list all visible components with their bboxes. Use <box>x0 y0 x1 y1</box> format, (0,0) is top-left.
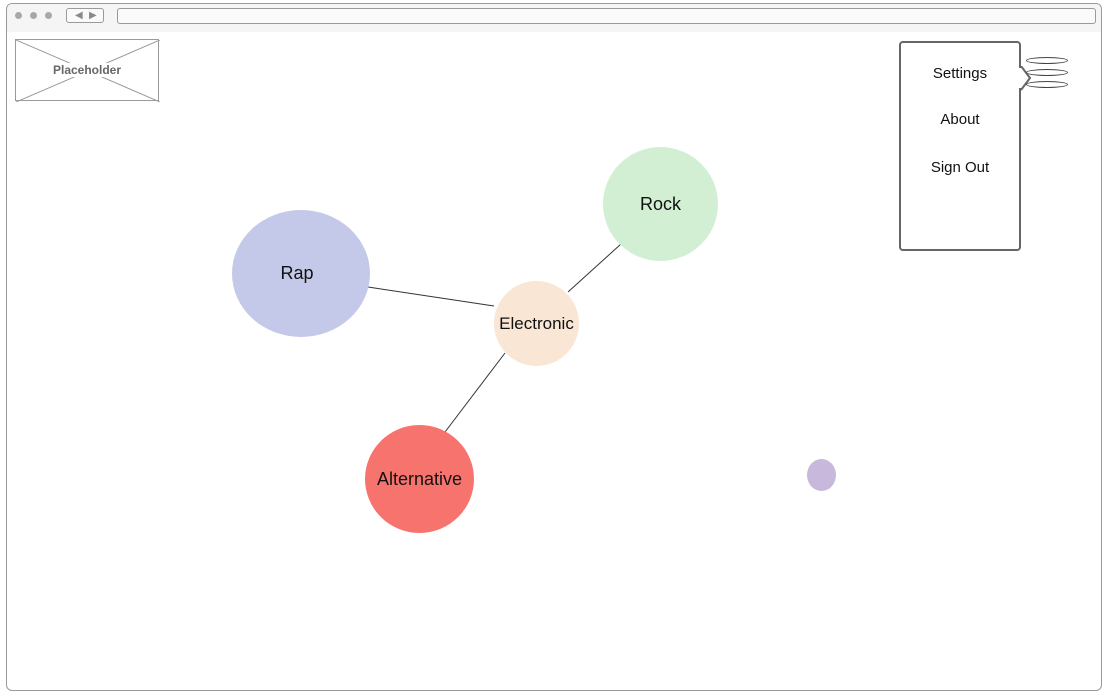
menu-pointer-icon <box>1018 66 1032 91</box>
node-alternative[interactable]: Alternative <box>365 425 474 533</box>
node-small[interactable] <box>807 459 836 491</box>
logo-placeholder: Placeholder <box>15 39 160 102</box>
edge-electronic-rock <box>567 243 622 293</box>
node-rock[interactable]: Rock <box>603 147 718 261</box>
placeholder-label-wrap: Placeholder <box>16 63 158 77</box>
placeholder-label: Placeholder <box>50 63 124 77</box>
nav-buttons: ◀ ▶ <box>66 8 104 23</box>
hamburger-bar <box>1026 57 1068 64</box>
edge-electronic-rap <box>367 286 495 307</box>
node-rap[interactable]: Rap <box>232 210 370 337</box>
window-dot-icon[interactable] <box>30 12 37 19</box>
node-alternative-label: Alternative <box>376 468 463 489</box>
dropdown-menu: Settings About Sign Out <box>899 41 1021 251</box>
node-rock-label: Rock <box>639 193 681 214</box>
hamburger-bar <box>1026 81 1068 88</box>
forward-arrow-icon[interactable]: ▶ <box>89 10 97 21</box>
menu-item-settings[interactable]: Settings <box>932 65 988 82</box>
address-bar[interactable] <box>117 8 1096 24</box>
node-electronic-label: Electronic <box>499 313 574 333</box>
edge-electronic-alternative <box>444 352 506 433</box>
back-arrow-icon[interactable]: ◀ <box>75 10 83 21</box>
node-electronic[interactable]: Electronic <box>494 281 579 366</box>
node-rap-label: Rap <box>280 263 314 283</box>
menu-item-sign-out[interactable]: Sign Out <box>930 159 990 176</box>
title-bar: ◀ ▶ <box>7 4 1101 32</box>
window-dot-icon[interactable] <box>45 12 52 19</box>
menu-item-about[interactable]: About <box>940 111 980 128</box>
hamburger-menu-icon[interactable] <box>1026 54 1068 90</box>
hamburger-bar <box>1026 69 1068 76</box>
window-dot-icon[interactable] <box>15 12 22 19</box>
